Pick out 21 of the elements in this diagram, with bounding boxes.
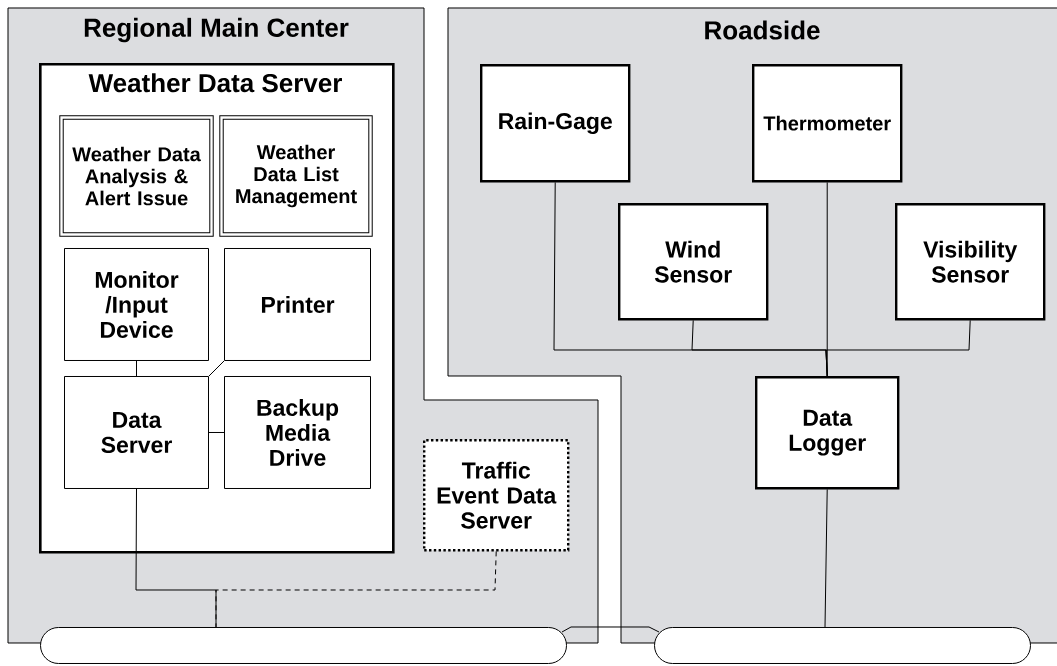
component-box: Backup Media Drive: [224, 376, 371, 489]
device-box: Thermometer: [752, 64, 903, 183]
network-bus: [654, 627, 1031, 664]
connector-line: [824, 488, 828, 628]
component-box: Monitor /Input Device: [64, 248, 209, 361]
connector-line: [136, 360, 137, 377]
component-box: Data Server: [64, 376, 209, 489]
device-box: Wind Sensor: [618, 203, 769, 321]
connector-line: [825, 319, 971, 377]
software-module-box: Weather Data List Management: [219, 115, 373, 237]
connector-line: [215, 550, 497, 628]
device-box: Data Logger: [755, 376, 900, 490]
server-box: Traffic Event Data Server: [423, 439, 570, 552]
device-box: Visibility Sensor: [895, 203, 1046, 321]
connector-line: [208, 432, 225, 433]
software-module-box: Weather Data Analysis & Alert Issue: [59, 115, 214, 237]
connector-line: [208, 360, 225, 377]
network-bus: [40, 627, 567, 664]
connector-line: [561, 626, 660, 633]
device-box: Rain-Gage: [480, 64, 631, 183]
component-box: Printer: [224, 248, 371, 361]
